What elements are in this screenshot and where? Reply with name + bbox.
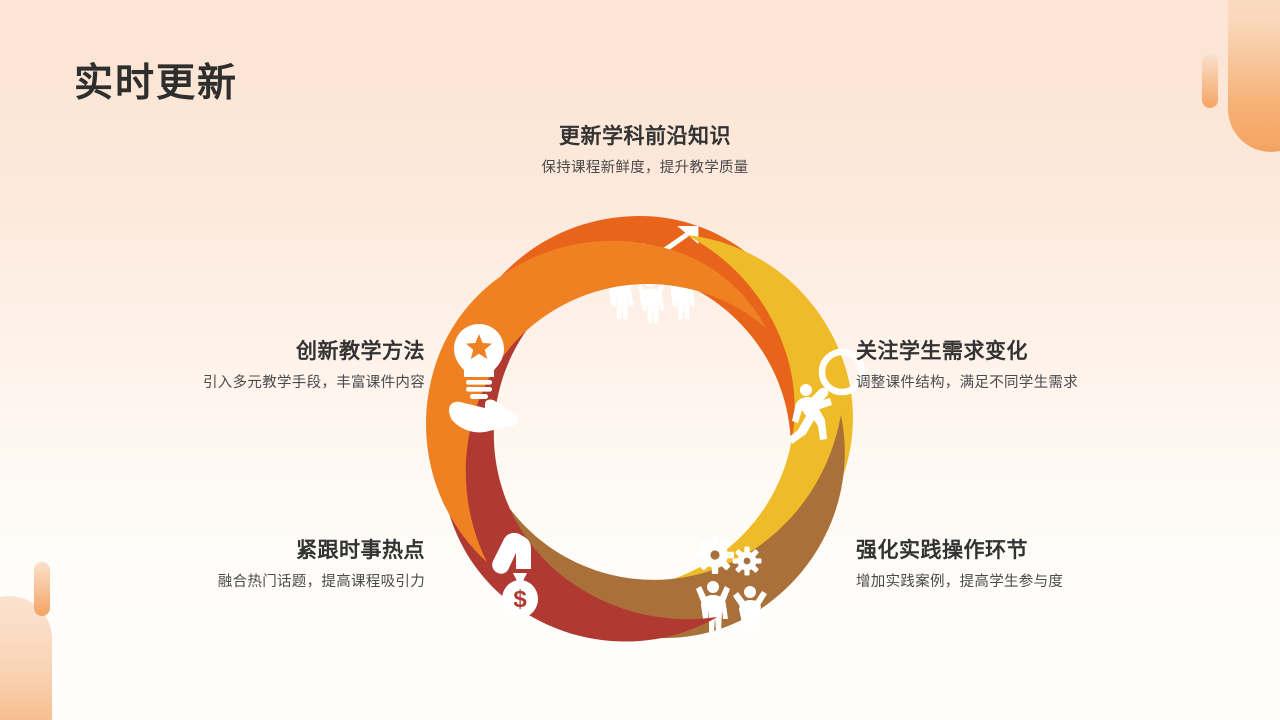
page-title: 实时更新 [74,62,239,105]
label-title-top: 更新学科前沿知识 [559,125,731,148]
label-title-right: 关注学生需求变化 [856,340,1028,363]
label-desc-bottom-left: 融合热门话题，提高课程吸引力 [217,574,425,591]
label-block-bottom-left: 紧跟时事热点 融合热门话题，提高课程吸引力 [20,538,425,592]
magnifier-person-icon [788,348,866,444]
label-title-bottom-right: 强化实践操作环节 [856,539,1028,562]
svg-text:$: $ [513,586,527,613]
label-desc-bottom-right: 增加实践案例，提高学生参与度 [856,574,1064,591]
decorative-bar-top-right-large [1228,0,1280,152]
label-title-left: 创新教学方法 [296,340,425,363]
label-desc-top: 保持课程新鲜度，提升教学质量 [541,160,749,177]
label-desc-right: 调整课件结构，满足不同学生需求 [856,375,1078,392]
hand-money-bag-icon: $ [492,532,538,618]
petal-bottom-left[interactable]: $ [413,253,831,658]
decorative-bar-top-right-small [1202,54,1218,108]
label-block-left: 创新教学方法 引入多元教学手段，丰富课件内容 [20,339,425,393]
pinwheel-cycle-diagram: $ [413,204,867,658]
label-desc-left: 引入多元教学手段，丰富课件内容 [203,375,425,392]
label-title-bottom-left: 紧跟时事热点 [296,539,425,562]
label-block-bottom-right: 强化实践操作环节 增加实践案例，提高学生参与度 [856,538,1266,592]
gears-people-icon [696,536,767,633]
label-block-top: 更新学科前沿知识 保持课程新鲜度，提升教学质量 [440,124,850,178]
lightbulb-hand-icon [449,324,518,433]
decorative-bar-bottom-left-large [0,596,52,720]
petal-left[interactable] [413,204,780,622]
petal-right[interactable] [503,204,867,631]
label-block-right: 关注学生需求变化 调整课件结构，满足不同学生需求 [856,339,1266,393]
